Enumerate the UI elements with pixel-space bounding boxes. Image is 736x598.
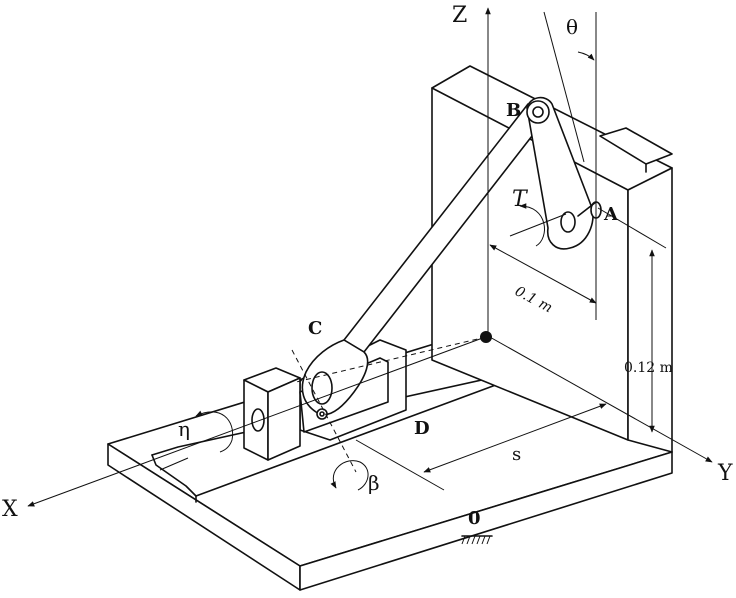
y-axis-label: Y (717, 461, 733, 486)
eta-label: η (178, 417, 190, 441)
beta-arc-icon (330, 460, 369, 491)
slide-s-label: s (512, 444, 521, 465)
theta-label: θ (566, 15, 578, 39)
z-axis-label: Z (452, 3, 467, 28)
torque-label: T (512, 187, 529, 212)
theta-arc-icon (577, 51, 595, 61)
x-axis-label: X (2, 497, 18, 522)
point-d-label: D (414, 418, 430, 439)
torque-arc-icon (519, 203, 545, 247)
rotation-arrows (195, 51, 595, 491)
y-axis (487, 335, 713, 463)
origin-label: 0 (468, 508, 481, 529)
pivot-height-label: 0.12 m (624, 360, 673, 376)
ground-hatch-icon (461, 535, 493, 545)
point-c-label: C (308, 318, 322, 339)
axes (27, 7, 713, 507)
x-axis (27, 335, 489, 507)
point-b-label: B (506, 100, 521, 121)
dimension-lines (355, 207, 667, 491)
crank-link (526, 96, 602, 250)
eta-arc-icon (195, 410, 234, 453)
beta-label: β (368, 471, 380, 495)
point-a-label: A (603, 204, 619, 225)
